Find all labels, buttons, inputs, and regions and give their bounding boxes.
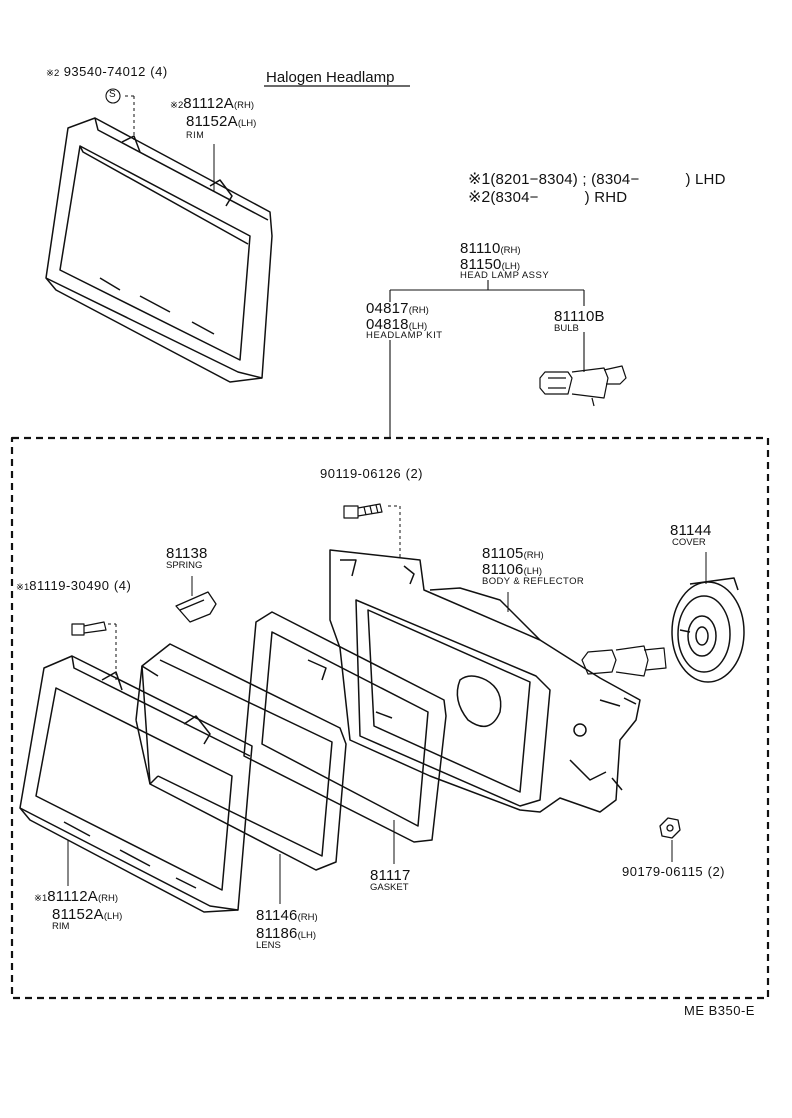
- top-rim-rh: (RH): [233, 100, 255, 111]
- rim-name: RIM: [52, 921, 70, 932]
- rim-label-lh: 81152A(LH): [52, 907, 122, 923]
- body-number-lh: 81106: [482, 561, 524, 578]
- lens-drawing: [135, 643, 347, 871]
- s-symbol-icon: [105, 88, 121, 104]
- bulb-number: 81110B: [554, 308, 605, 325]
- rim-number-lh: 81152A: [52, 906, 104, 923]
- top-rim-label-rh: ※281112A(RH): [170, 96, 254, 112]
- top-rim-lh: (LH): [237, 118, 257, 129]
- screw-top-number: 90119-06126: [320, 466, 402, 481]
- screw-top-label: 90119-06126 (2): [320, 466, 423, 482]
- top-screw-number: 93540-74012: [63, 64, 146, 79]
- top-rim-label-lh: 81152A(LH): [186, 114, 256, 130]
- top-rim-drawing: [45, 117, 273, 383]
- legend-line-2: ※2(8304− ) RHD: [468, 190, 627, 206]
- assy-number-lh: 81150: [460, 256, 502, 273]
- kit-lh: (LH): [408, 321, 428, 332]
- body-label-rh: 81105(RH): [482, 546, 544, 562]
- bottom-rim-drawing: [19, 655, 253, 913]
- rim-label-rh: ※181112A(RH): [34, 889, 118, 905]
- gasket-number: 81117: [370, 867, 411, 884]
- s-symbol-letter: S: [109, 89, 116, 100]
- cover-name: COVER: [672, 537, 706, 548]
- cover-drawing: [671, 577, 745, 683]
- top-screw-label: ※2 93540-74012 (4): [46, 64, 168, 80]
- body-label-lh: 81106(LH): [482, 562, 542, 578]
- rim-number-rh: 81112A: [47, 888, 98, 905]
- legend-mark-1: ※1: [468, 171, 491, 188]
- assy-label-lh: 81150(LH): [460, 257, 520, 273]
- lens-rh: (RH): [297, 912, 318, 923]
- body-bulb-drawing: [581, 645, 667, 677]
- gasket-name: GASKET: [370, 882, 409, 893]
- assembly-leader-lines: [389, 280, 585, 438]
- top-screw-qty: (4): [150, 64, 168, 79]
- kit-rh: (RH): [408, 305, 429, 316]
- diagram-title: Halogen Headlamp: [266, 69, 395, 86]
- assy-label-rh: 81110(RH): [460, 241, 521, 257]
- body-lh: (LH): [523, 566, 543, 577]
- rim-lh: (LH): [103, 911, 123, 922]
- spring-name: SPRING: [166, 560, 203, 571]
- legend-suffix-1: ) LHD: [685, 171, 726, 188]
- top-rim-name: RIM: [186, 130, 205, 140]
- lens-name: LENS: [256, 940, 281, 951]
- nut-label: 90179-06115 (2): [622, 864, 725, 880]
- nut-drawing: [659, 817, 681, 839]
- legend-text-2: (8304−: [490, 189, 539, 206]
- body-number-rh: 81105: [482, 545, 524, 562]
- lens-lh: (LH): [297, 930, 317, 941]
- nut-qty: (2): [707, 864, 726, 879]
- legend-suffix-2: ) RHD: [584, 189, 628, 206]
- screw-left-qty: (4): [113, 578, 132, 593]
- footer-code: ME B350-E: [684, 1003, 755, 1018]
- screw-left-mark: ※1: [16, 582, 30, 593]
- top-rim-number-rh: 81112A: [183, 95, 234, 112]
- kit-label-lh: 04818(LH): [366, 317, 427, 333]
- kit-number-rh: 04817: [366, 300, 409, 317]
- body-rh: (RH): [523, 550, 544, 561]
- spring-number: 81138: [166, 545, 208, 562]
- assy-rh: (RH): [500, 245, 521, 256]
- spring-drawing: [175, 591, 217, 623]
- rim-mark: ※1: [34, 893, 48, 904]
- lens-number-lh: 81186: [256, 925, 298, 942]
- cover-number: 81144: [670, 522, 712, 539]
- kit-label-rh: 04817(RH): [366, 301, 429, 317]
- legend-text-1: (8201−8304) ; (8304−: [490, 171, 640, 188]
- legend-mark-2: ※2: [468, 189, 491, 206]
- lens-label-lh: 81186(LH): [256, 926, 316, 942]
- nut-number: 90179-06115: [622, 864, 704, 879]
- lens-label-rh: 81146(RH): [256, 908, 318, 924]
- body-reflector-drawing: [329, 549, 641, 813]
- lens-number-rh: 81146: [256, 907, 298, 924]
- assy-lh: (LH): [501, 261, 521, 272]
- gasket-drawing: [243, 611, 447, 843]
- top-screw-mark: ※2: [46, 68, 60, 79]
- screw-top-drawing: [343, 503, 383, 519]
- assy-number-rh: 81110: [460, 240, 501, 257]
- kit-number-lh: 04818: [366, 316, 409, 333]
- screw-left-drawing: [71, 621, 107, 636]
- kit-name: HEADLAMP KIT: [366, 330, 443, 341]
- top-rim-mark: ※2: [170, 100, 184, 111]
- screw-left-number: 81119-30490: [29, 578, 110, 593]
- top-rim-number-lh: 81152A: [186, 113, 238, 130]
- legend-line-1: ※1(8201−8304) ; (8304− ) LHD: [468, 172, 726, 188]
- assy-name: HEAD LAMP ASSY: [460, 270, 550, 281]
- screw-top-qty: (2): [405, 466, 424, 481]
- rim-rh: (RH): [97, 893, 119, 904]
- body-name: BODY & REFLECTOR: [482, 576, 585, 587]
- screw-left-label: ※181119-30490 (4): [16, 578, 131, 594]
- bulb-name: BULB: [554, 323, 579, 334]
- bulb-drawing: [539, 365, 627, 407]
